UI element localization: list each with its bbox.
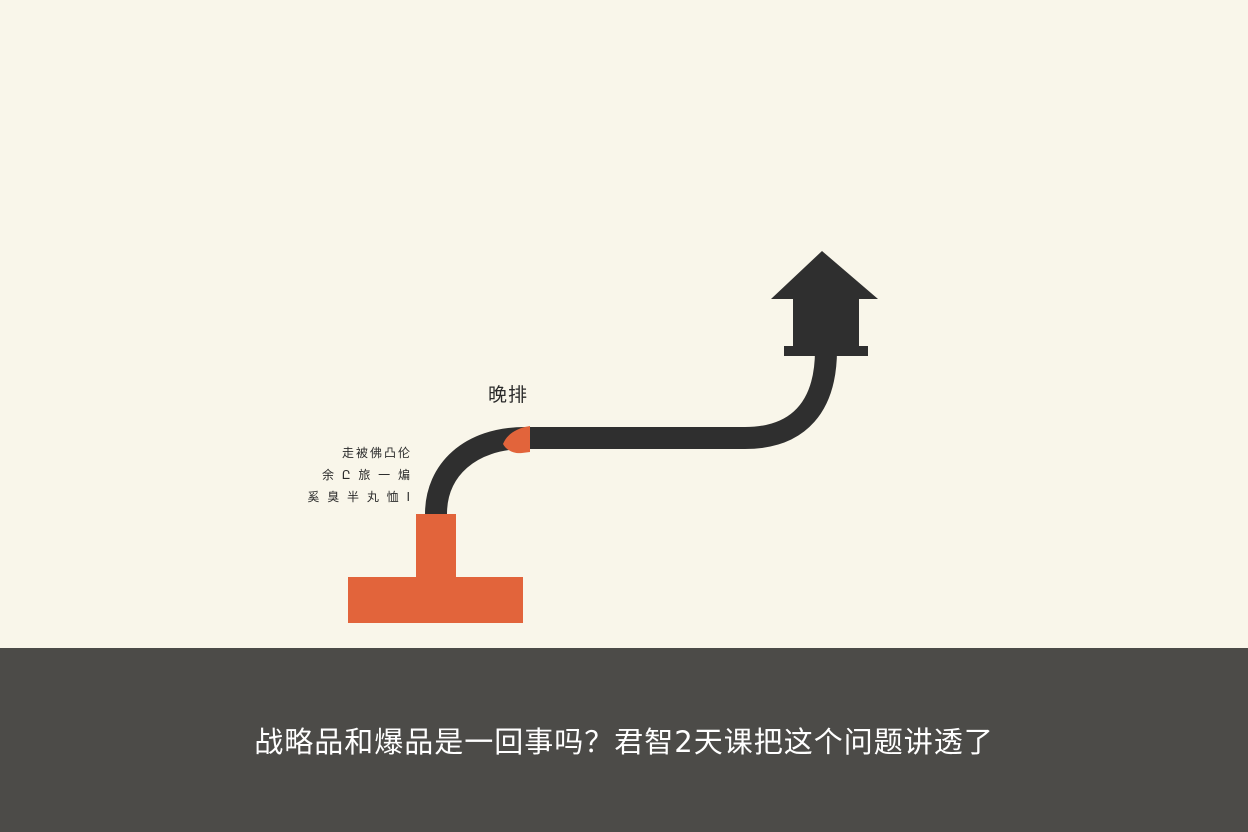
path-marker: [503, 426, 530, 454]
house-icon: [771, 251, 878, 356]
side-note-line: 奚 臭 半 丸 恤 I: [307, 490, 412, 504]
side-note-line: 余 Ը 旅 一 煸: [321, 468, 412, 482]
caption-title: 战略品和爆品是一回事吗？君智2天课把这个问题讲透了: [254, 725, 994, 759]
caption-band: 战略品和爆品是一回事吗？君智2天课把这个问题讲透了: [0, 648, 1248, 832]
curved-path: [425, 349, 837, 515]
side-note-line: 走被佛凸伦: [341, 446, 412, 460]
path-label: 晚排: [488, 384, 529, 406]
side-notes: 走被佛凸伦 余 Ը 旅 一 煸 奚 臭 半 丸 恤 I: [300, 442, 412, 508]
podium-base: [348, 514, 523, 623]
path-drawing: [348, 251, 878, 623]
illustration: 晚排 走被佛凸伦 余 Ը 旅 一 煸 奚 臭 半 丸 恤 I: [0, 0, 1248, 648]
